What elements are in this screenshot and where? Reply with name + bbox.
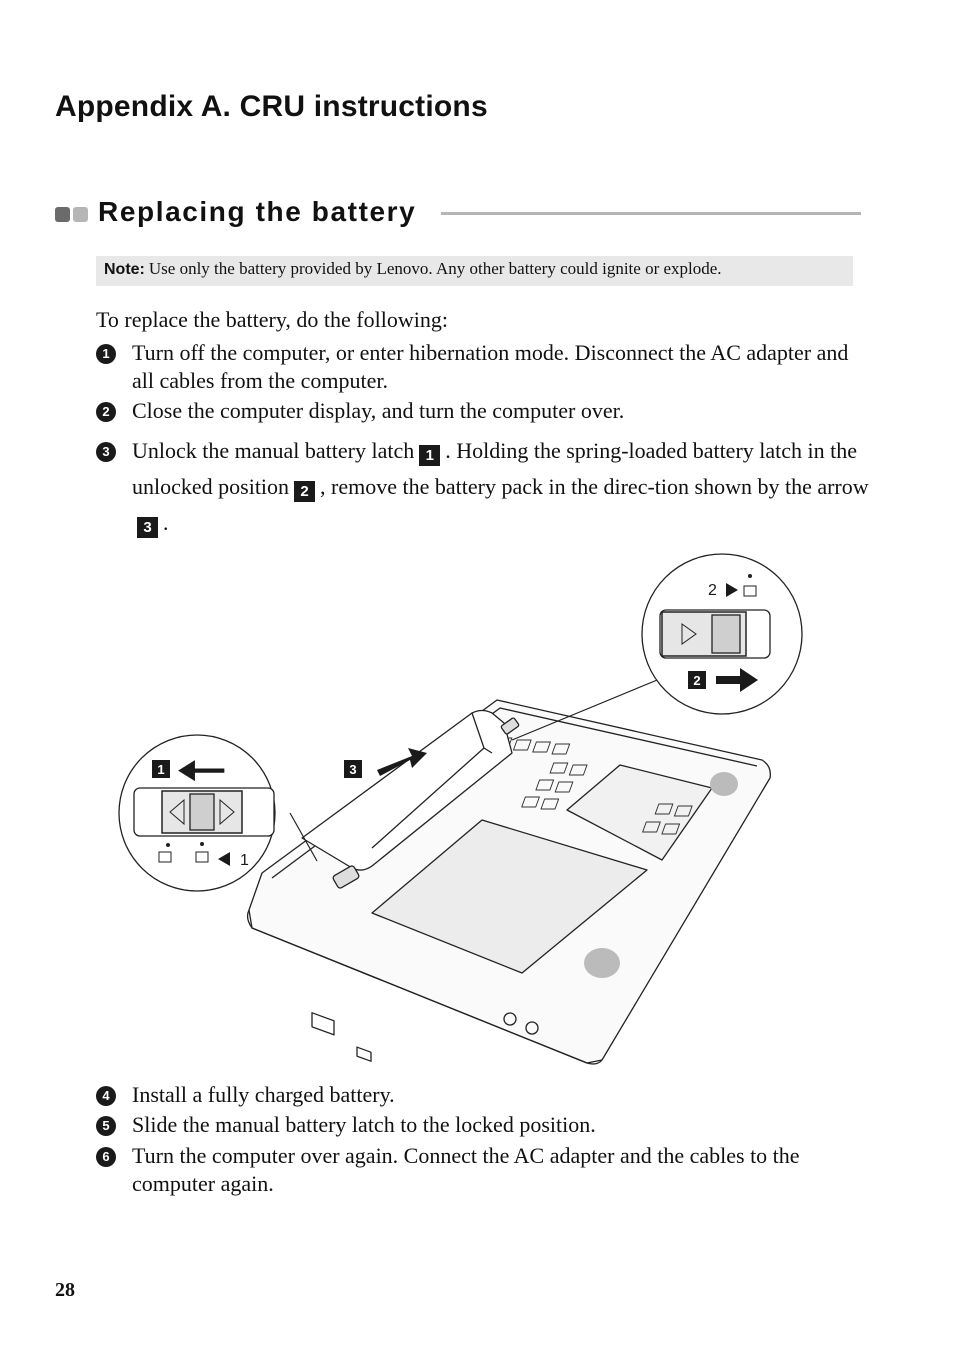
step-3-part-4: . bbox=[163, 510, 169, 535]
step-text: Turn off the computer, or enter hibernat… bbox=[132, 340, 849, 393]
step-5: 5 Slide the manual battery latch to the … bbox=[96, 1111, 871, 1139]
step-6: 6 Turn the computer over again. Connect … bbox=[96, 1142, 871, 1198]
step-3-part-3: , remove the battery pack in the direc-t… bbox=[320, 474, 869, 499]
step-text: Install a fully charged battery. bbox=[132, 1082, 395, 1107]
inset-unlocked-latch: 2 2 bbox=[511, 553, 803, 741]
battery-removal-illustration: 3 1 1 2 2 bbox=[118, 553, 803, 1065]
note-label: Note: bbox=[104, 261, 145, 278]
compartment-door bbox=[371, 819, 648, 974]
callout-badge-3: 3 bbox=[137, 517, 158, 538]
figure-callout-2: 2 bbox=[693, 673, 700, 688]
step-number: 2 bbox=[96, 402, 116, 422]
note-box: Note: Use only the battery provided by L… bbox=[96, 256, 853, 286]
step-3-part-1: Unlock the manual battery latch bbox=[132, 438, 415, 463]
step-number: 5 bbox=[96, 1116, 116, 1136]
page-number: 28 bbox=[55, 1279, 75, 1301]
removal-arrow bbox=[377, 748, 427, 776]
figure-callout-1: 1 bbox=[157, 762, 164, 777]
speaker-grille bbox=[584, 772, 738, 978]
inset-locked-latch: 1 1 bbox=[118, 734, 318, 892]
step-number: 6 bbox=[96, 1147, 116, 1167]
latch-locked-label: 1 bbox=[240, 852, 249, 869]
section-rule bbox=[441, 212, 861, 215]
figure-callout-3-label: 3 bbox=[349, 762, 356, 777]
section-title: Replacing the battery bbox=[98, 196, 417, 227]
step-number: 3 bbox=[96, 442, 116, 462]
step-3-part-2: . Holding the spring-loaded battery latc… bbox=[132, 438, 858, 499]
laptop-front-edge bbox=[248, 909, 603, 1064]
step-text: Turn the computer over again. Connect th… bbox=[132, 1143, 800, 1196]
battery-pack bbox=[301, 709, 513, 871]
callout-badge-2: 2 bbox=[294, 481, 316, 502]
step-number: 1 bbox=[96, 344, 116, 364]
callout-badge-1: 1 bbox=[419, 445, 441, 466]
step-text: Slide the manual battery latch to the lo… bbox=[132, 1112, 596, 1137]
chapter-title: Appendix A. CRU instructions bbox=[55, 90, 488, 123]
intro-text: To replace the battery, do the following… bbox=[96, 307, 448, 332]
step-text: Close the computer display, and turn the… bbox=[132, 398, 625, 423]
section-bullets bbox=[55, 207, 91, 227]
step-number: 4 bbox=[96, 1086, 116, 1106]
battery-latch-upper bbox=[500, 717, 520, 735]
battery-latch-lower bbox=[332, 865, 360, 889]
step-1: 1 Turn off the computer, or enter hibern… bbox=[96, 339, 871, 395]
section-header: Replacing the battery bbox=[55, 196, 861, 232]
step-4: 4 Install a fully charged battery. bbox=[96, 1081, 871, 1109]
latch-unlocked-label: 2 bbox=[708, 582, 717, 599]
step-2: 2 Close the computer display, and turn t… bbox=[96, 397, 871, 425]
side-ports bbox=[311, 1012, 539, 1062]
figure-callout-3 bbox=[344, 760, 362, 778]
note-text: Use only the battery provided by Lenovo.… bbox=[148, 259, 722, 278]
